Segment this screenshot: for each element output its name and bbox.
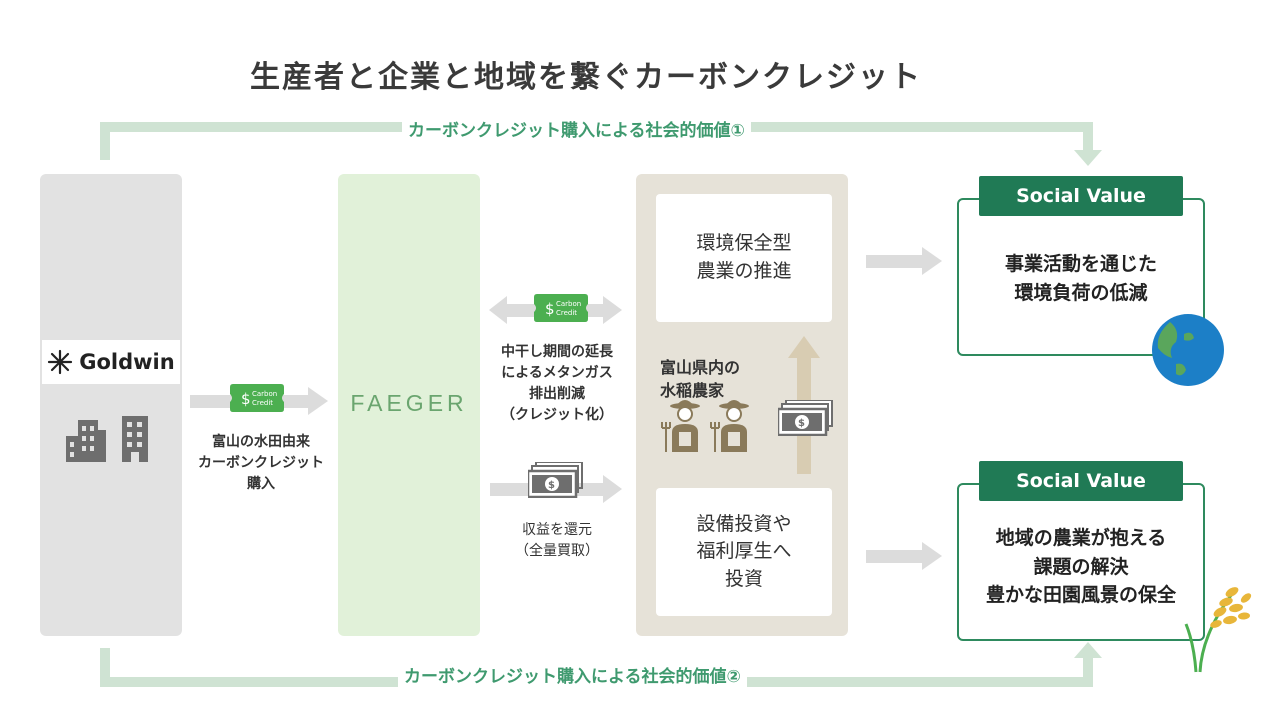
social-value-badge-2: Social Value [979, 461, 1183, 501]
to-social-value-arrow-1 [866, 247, 942, 275]
goldwin-logo-text: Goldwin [79, 350, 175, 374]
purchase-label: 富山の水田由来 カーボンクレジット 購入 [198, 434, 324, 492]
farming-promotion-box: 環境保全型 農業の推進 [656, 194, 832, 322]
to-social-value-arrow-2 [866, 542, 942, 570]
page-title: 生産者と企業と地域を繋ぐカーボンクレジット [250, 60, 922, 95]
svg-text:$: $ [548, 480, 555, 491]
loop-bottom-arrowhead [1074, 642, 1102, 658]
loop-top-label: カーボンクレジット購入による社会的価値① [402, 116, 751, 141]
goldwin-mark-icon [48, 349, 73, 375]
carbon-credit-ticket-icon: $ Carbon Credit [230, 384, 284, 412]
credit-flow-label: 中干し期間の延長 によるメタンガス 排出削減 （クレジット化） [501, 344, 613, 423]
social-value-text-1: 事業活動を通じた 環境負荷の低減 [1004, 253, 1157, 304]
investment-box: 設備投資や 福利厚生へ 投資 [656, 488, 832, 616]
svg-text:Carbon: Carbon [252, 390, 277, 398]
goldwin-logo: Goldwin [42, 340, 180, 384]
company-column [40, 174, 182, 636]
svg-text:Credit: Credit [252, 399, 273, 407]
svg-text:$: $ [241, 390, 251, 408]
svg-text:Credit: Credit [556, 309, 577, 317]
return-flow-label: 収益を還元 （全量買取） [515, 522, 599, 559]
farmers-icon [661, 400, 749, 452]
svg-text:$: $ [545, 300, 555, 318]
svg-text:$: $ [798, 418, 805, 429]
faeger-logo: FAEGER [350, 390, 468, 416]
money-bills-icon: $ [778, 400, 833, 436]
faeger-column [338, 174, 480, 636]
social-value-text-2: 地域の農業が抱える 課題の解決 豊かな田園風景の保全 [985, 527, 1176, 606]
social-value-badge-1: Social Value [979, 176, 1183, 216]
globe-icon [1152, 314, 1224, 386]
svg-text:Carbon: Carbon [556, 300, 581, 308]
money-bills-icon: $ [528, 462, 583, 498]
loop-top-arrowhead [1074, 150, 1102, 166]
carbon-credit-ticket-icon: $ Carbon Credit [534, 294, 588, 322]
building-icon [66, 416, 148, 462]
loop-bottom-label: カーボンクレジット購入による社会的価値② [398, 662, 747, 687]
rice-plant-icon [1184, 587, 1252, 673]
farmers-label: 富山県内の 水稲農家 [660, 358, 741, 401]
